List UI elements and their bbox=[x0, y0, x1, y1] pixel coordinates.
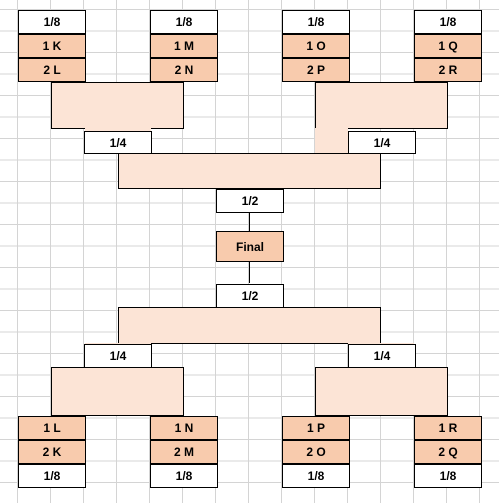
round-label-top-1: 1/8 bbox=[18, 10, 86, 34]
team-cell: 2 M bbox=[150, 440, 218, 464]
bracket-line bbox=[249, 262, 250, 283]
team-cell: 1 L bbox=[18, 416, 86, 440]
round-label-bottom-4: 1/8 bbox=[414, 464, 482, 488]
round-label-top-4: 1/8 bbox=[414, 10, 482, 34]
connector-fill bbox=[118, 153, 381, 189]
quarter-final-label-bottom-left: 1/4 bbox=[84, 344, 152, 368]
team-cell: 2 L bbox=[18, 58, 86, 82]
team-cell: 2 K bbox=[18, 440, 86, 464]
team-cell: 2 R bbox=[414, 58, 482, 82]
connector-fill bbox=[118, 307, 381, 344]
connector-fill bbox=[315, 128, 348, 153]
round-label-top-3: 1/8 bbox=[282, 10, 350, 34]
round-label-top-2: 1/8 bbox=[150, 10, 218, 34]
connector-fill bbox=[315, 367, 448, 416]
team-cell: 1 R bbox=[414, 416, 482, 440]
connector-fill bbox=[51, 367, 184, 416]
final-cell: Final bbox=[216, 231, 284, 262]
team-cell: 2 N bbox=[150, 58, 218, 82]
team-cell: 2 P bbox=[282, 58, 350, 82]
quarter-final-label-top-right: 1/4 bbox=[348, 131, 416, 154]
round-label-bottom-2: 1/8 bbox=[150, 464, 218, 488]
team-cell: 1 M bbox=[150, 34, 218, 58]
connector-fill bbox=[51, 82, 184, 129]
semi-final-label-top: 1/2 bbox=[216, 189, 284, 213]
round-label-bottom-3: 1/8 bbox=[282, 464, 350, 488]
team-cell: 2 O bbox=[282, 440, 350, 464]
connector-fill bbox=[315, 82, 448, 129]
team-cell: 1 P bbox=[282, 416, 350, 440]
team-cell: 1 N bbox=[150, 416, 218, 440]
team-cell: 1 Q bbox=[414, 34, 482, 58]
team-cell: 1 O bbox=[282, 34, 350, 58]
round-label-bottom-1: 1/8 bbox=[18, 464, 86, 488]
team-cell: 2 Q bbox=[414, 440, 482, 464]
quarter-final-label-bottom-right: 1/4 bbox=[348, 344, 416, 368]
team-cell: 1 K bbox=[18, 34, 86, 58]
semi-final-label-bottom: 1/2 bbox=[216, 284, 284, 308]
quarter-final-label-top-left: 1/4 bbox=[84, 131, 152, 154]
bracket-line bbox=[249, 213, 250, 231]
